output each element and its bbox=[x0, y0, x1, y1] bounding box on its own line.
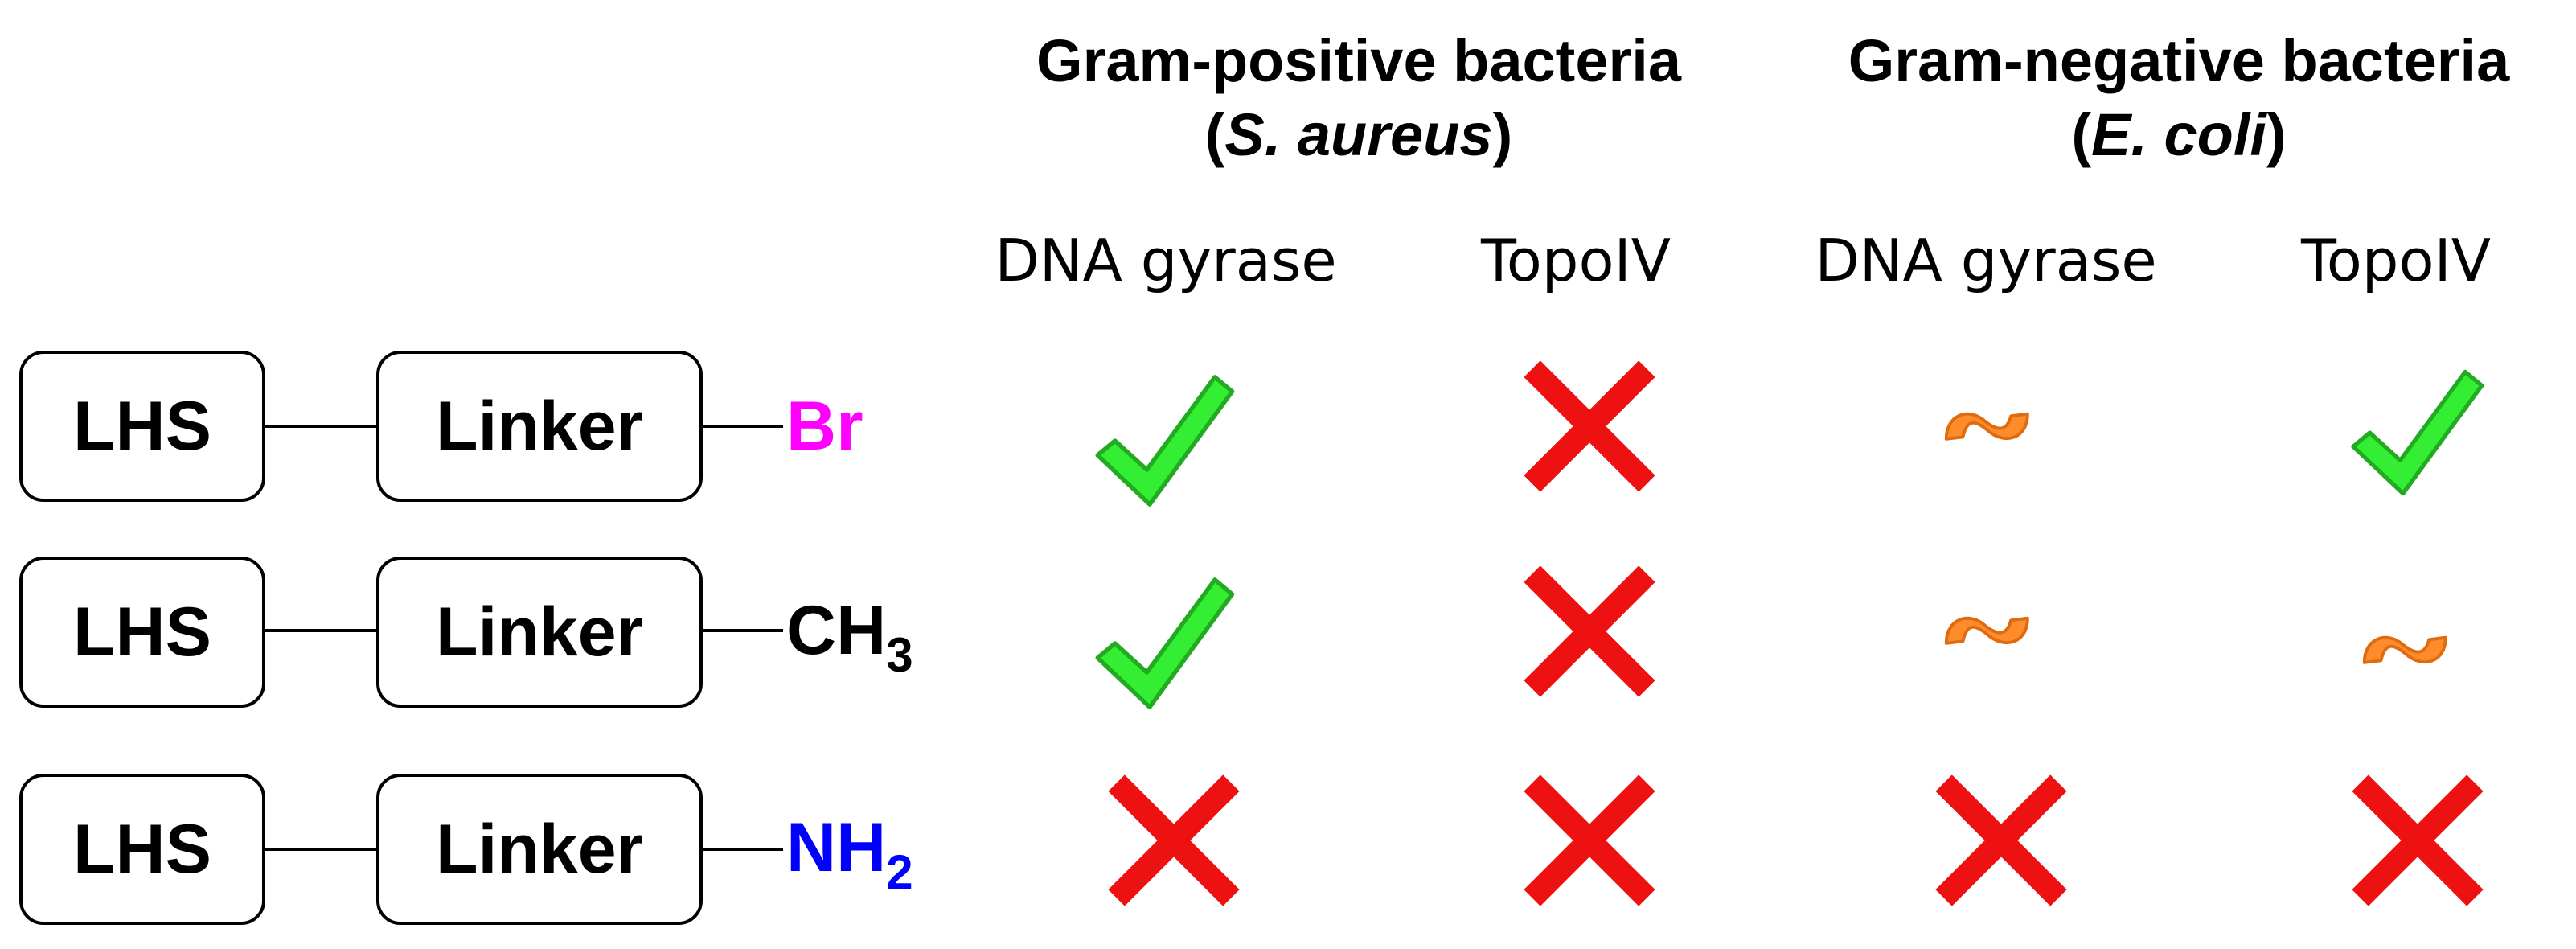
substituent-subscript: 3 bbox=[886, 628, 913, 682]
bond-linker-group bbox=[703, 629, 783, 632]
bond-linker-group bbox=[703, 848, 783, 851]
gram-negative-title: Gram-negative bacteria bbox=[1848, 27, 2510, 94]
gram-positive-species: S. aureus bbox=[1224, 101, 1493, 168]
target-label-ec-gyrase: DNA gyrase bbox=[1815, 227, 2157, 294]
substituent-text: Br bbox=[786, 388, 863, 465]
gram-positive-title: Gram-positive bacteria bbox=[1036, 27, 1681, 94]
substituent-text: CH bbox=[786, 592, 887, 669]
cross-icon bbox=[1524, 360, 1655, 492]
check-icon bbox=[1095, 375, 1235, 507]
lhs-box: LHS bbox=[19, 351, 265, 502]
cross-icon bbox=[1108, 774, 1240, 906]
cross-icon bbox=[1524, 774, 1655, 906]
substituent-ch3: CH3 bbox=[786, 590, 913, 696]
paren-open: ( bbox=[1204, 101, 1225, 168]
cross-icon bbox=[1935, 774, 2067, 906]
check-icon bbox=[1095, 577, 1235, 709]
paren-close: ) bbox=[2266, 101, 2287, 168]
lhs-box: LHS bbox=[19, 774, 265, 925]
bond-lhs-linker bbox=[265, 848, 376, 851]
target-label-ec-topoiv: TopoIV bbox=[2300, 227, 2492, 294]
substituent-text: NH bbox=[786, 809, 887, 886]
tilde-icon bbox=[2362, 635, 2447, 664]
linker-box: Linker bbox=[376, 351, 703, 502]
lhs-box: LHS bbox=[19, 557, 265, 708]
linker-box: Linker bbox=[376, 557, 703, 708]
check-icon bbox=[2351, 369, 2484, 496]
substituent-br: Br bbox=[786, 386, 863, 466]
cross-icon bbox=[1524, 565, 1655, 697]
tilde-icon bbox=[1944, 412, 2029, 441]
paren-open: ( bbox=[2071, 101, 2092, 168]
bond-linker-group bbox=[703, 425, 783, 428]
paren-close: ) bbox=[1492, 101, 1513, 168]
bond-lhs-linker bbox=[265, 425, 376, 428]
target-label-sa-gyrase: DNA gyrase bbox=[995, 227, 1337, 294]
bond-lhs-linker bbox=[265, 629, 376, 632]
substituent-subscript: 2 bbox=[886, 845, 913, 899]
gram-negative-species: E. coli bbox=[2091, 101, 2266, 168]
header-gram-positive: Gram-positive bacteria (S. aureus) bbox=[981, 24, 1737, 172]
linker-box: Linker bbox=[376, 774, 703, 925]
tilde-icon bbox=[1944, 616, 2029, 645]
gram-positive-species-line: (S. aureus) bbox=[981, 98, 1737, 172]
gram-negative-species-line: (E. coli) bbox=[1801, 98, 2557, 172]
target-label-sa-topoiv: TopoIV bbox=[1480, 227, 1672, 294]
cross-icon bbox=[2352, 774, 2484, 906]
header-gram-negative: Gram-negative bacteria (E. coli) bbox=[1801, 24, 2557, 172]
substituent-nh2: NH2 bbox=[786, 807, 913, 913]
